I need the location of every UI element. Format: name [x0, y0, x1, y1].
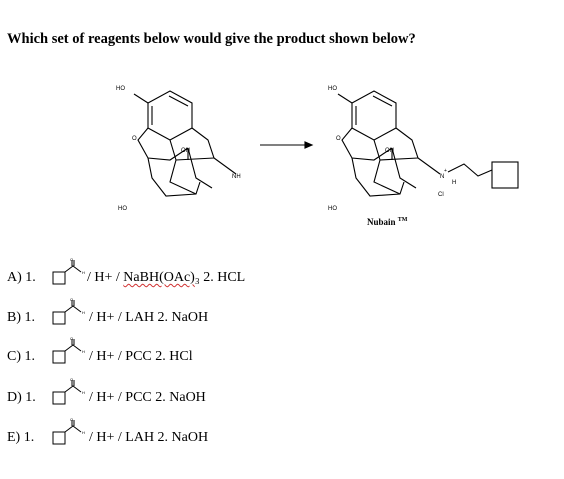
reactant-nh-label: NH: [232, 174, 241, 180]
option-reagents: / H+ / LAH 2. NaOH: [89, 430, 209, 445]
aldehyde-structure: O H: [52, 337, 85, 364]
product-oh-label: OH: [385, 148, 394, 154]
svg-text:H: H: [82, 310, 85, 315]
option-letter: A) 1.: [7, 270, 36, 285]
option-reagents: / H+ / PCC 2. NaOH: [89, 390, 206, 405]
option-letter: D) 1.: [7, 390, 36, 405]
product-o-label: O: [336, 136, 341, 142]
reaction-scheme: HO O OH NH HO HO O OH N + H Cl HO: [116, 86, 519, 212]
svg-text:O: O: [70, 378, 73, 382]
aldehyde-structure: O H: [52, 378, 85, 405]
option-reagents: / H+ / LAH 2. NaOH: [89, 310, 209, 325]
aldehyde-structure: O H: [52, 298, 85, 325]
product-cl-label: Cl: [438, 192, 444, 198]
svg-text:O: O: [70, 337, 73, 341]
svg-text:H: H: [82, 349, 85, 354]
product-ho-top-label: HO: [328, 86, 337, 92]
reaction-arrow: [260, 141, 314, 149]
reactant-ho-top-label: HO: [116, 86, 125, 92]
reactant-o-label: O: [132, 136, 137, 142]
svg-text:O: O: [70, 418, 73, 422]
product-n-label: N: [440, 174, 444, 180]
option-reagents: / H+ / PCC 2. HCl: [89, 349, 193, 364]
option-reagents: / H+ / NaBH(OAc)₃ 2. HCL: [87, 270, 246, 285]
svg-text:H: H: [82, 270, 85, 275]
product-name-text: Nubain: [367, 217, 396, 227]
product-ho-bottom-label: HO: [328, 206, 337, 212]
svg-text:H: H: [82, 390, 85, 395]
svg-text:O: O: [70, 258, 73, 262]
aldehyde-structure: O H: [52, 258, 85, 285]
product-name: Nubain TM: [367, 217, 407, 227]
product-plus-label: +: [444, 168, 447, 174]
trademark-mark: TM: [397, 217, 408, 223]
option-letter: E) 1.: [7, 430, 35, 445]
option-letter: B) 1.: [7, 310, 35, 325]
product-h-label: H: [452, 180, 456, 186]
question-text: Which set of reagents below would give t…: [7, 31, 416, 47]
reactant-structure: [133, 90, 237, 197]
svg-text:O: O: [70, 298, 73, 302]
svg-text:H: H: [82, 430, 85, 435]
product-structure: [337, 90, 519, 197]
aldehyde-structure: O H: [52, 418, 85, 445]
reactant-oh-label: OH: [181, 148, 190, 154]
option-letter: C) 1.: [7, 349, 35, 364]
reactant-ho-bottom-label: HO: [118, 206, 127, 212]
